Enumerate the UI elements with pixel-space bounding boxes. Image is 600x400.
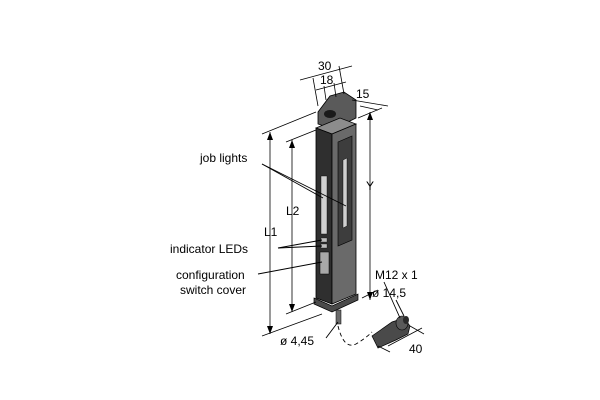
dim-40-line [387, 327, 423, 347]
dim-18-line [315, 81, 347, 91]
dim-l1-ext-bottom [261, 313, 323, 337]
cable-gland [335, 309, 342, 325]
leader-config-cover [257, 261, 323, 275]
dim-l1-arrow-top [267, 132, 273, 140]
job-light-strip [342, 157, 348, 229]
sensor-housing [313, 91, 359, 313]
dim-l1-arrow-bottom [267, 326, 273, 334]
dim-18-ext-left [323, 85, 327, 101]
leader-job-lights-side [261, 163, 347, 207]
cable-dashed [337, 325, 373, 346]
dim-m12-leader [383, 281, 401, 319]
label-dim-y: Y [366, 179, 374, 193]
leader-led-2 [277, 245, 323, 249]
cable-assembly [335, 309, 411, 349]
leader-job-lights-front [261, 163, 324, 199]
mounting-hole [324, 110, 336, 118]
labels: 30 18 15 Y L1 L2 M12 x 1 ø 14,5 40 ø 4,4… [170, 59, 423, 356]
label-dim-l2: L2 [286, 204, 300, 218]
dim-15-line [351, 99, 389, 107]
label-dim-cable-diameter: ø 4,45 [280, 334, 314, 348]
config-switch-cover [319, 251, 330, 275]
dim-d145-leader [395, 299, 405, 317]
dim-40-ext-left [377, 345, 391, 353]
label-config-line1: configuration [176, 268, 245, 282]
dim-30-line [299, 65, 353, 81]
label-dim-connector-diameter: ø 14,5 [372, 286, 406, 300]
label-indicator-leds: indicator LEDs [170, 242, 248, 256]
front-job-light [320, 175, 328, 235]
dim-y-arrow-bottom [367, 292, 373, 300]
label-dim-15: 15 [356, 87, 370, 101]
label-dim-connector-length: 40 [409, 342, 423, 356]
dim-40-ext-right [409, 325, 425, 335]
leader-led-1 [277, 239, 323, 249]
dim-l2-arrow-bottom [289, 304, 295, 312]
label-config-line2: switch cover [180, 283, 246, 297]
dim-y-arrow-top [367, 112, 373, 120]
label-dim-30: 30 [318, 59, 332, 73]
dim-l2-ext-bottom [285, 301, 317, 315]
dim-30-ext-right [338, 65, 345, 95]
callout-leaders [257, 163, 347, 275]
dim-cable-leader [325, 321, 339, 339]
label-dim-thread: M12 x 1 [375, 268, 418, 282]
connector-face [403, 316, 409, 324]
dim-l2-ext-top [285, 129, 317, 143]
dim-l2-arrow-top [289, 140, 295, 148]
label-dim-18: 18 [320, 73, 334, 87]
dimension-lines [261, 65, 425, 353]
housing-bottom-flange [313, 293, 359, 313]
dim-15-ext [359, 105, 379, 111]
dim-l1-ext-top [261, 111, 317, 135]
label-job-lights: job lights [199, 151, 247, 165]
label-dim-l1: L1 [264, 225, 278, 239]
dim-30-ext-left [312, 77, 319, 107]
